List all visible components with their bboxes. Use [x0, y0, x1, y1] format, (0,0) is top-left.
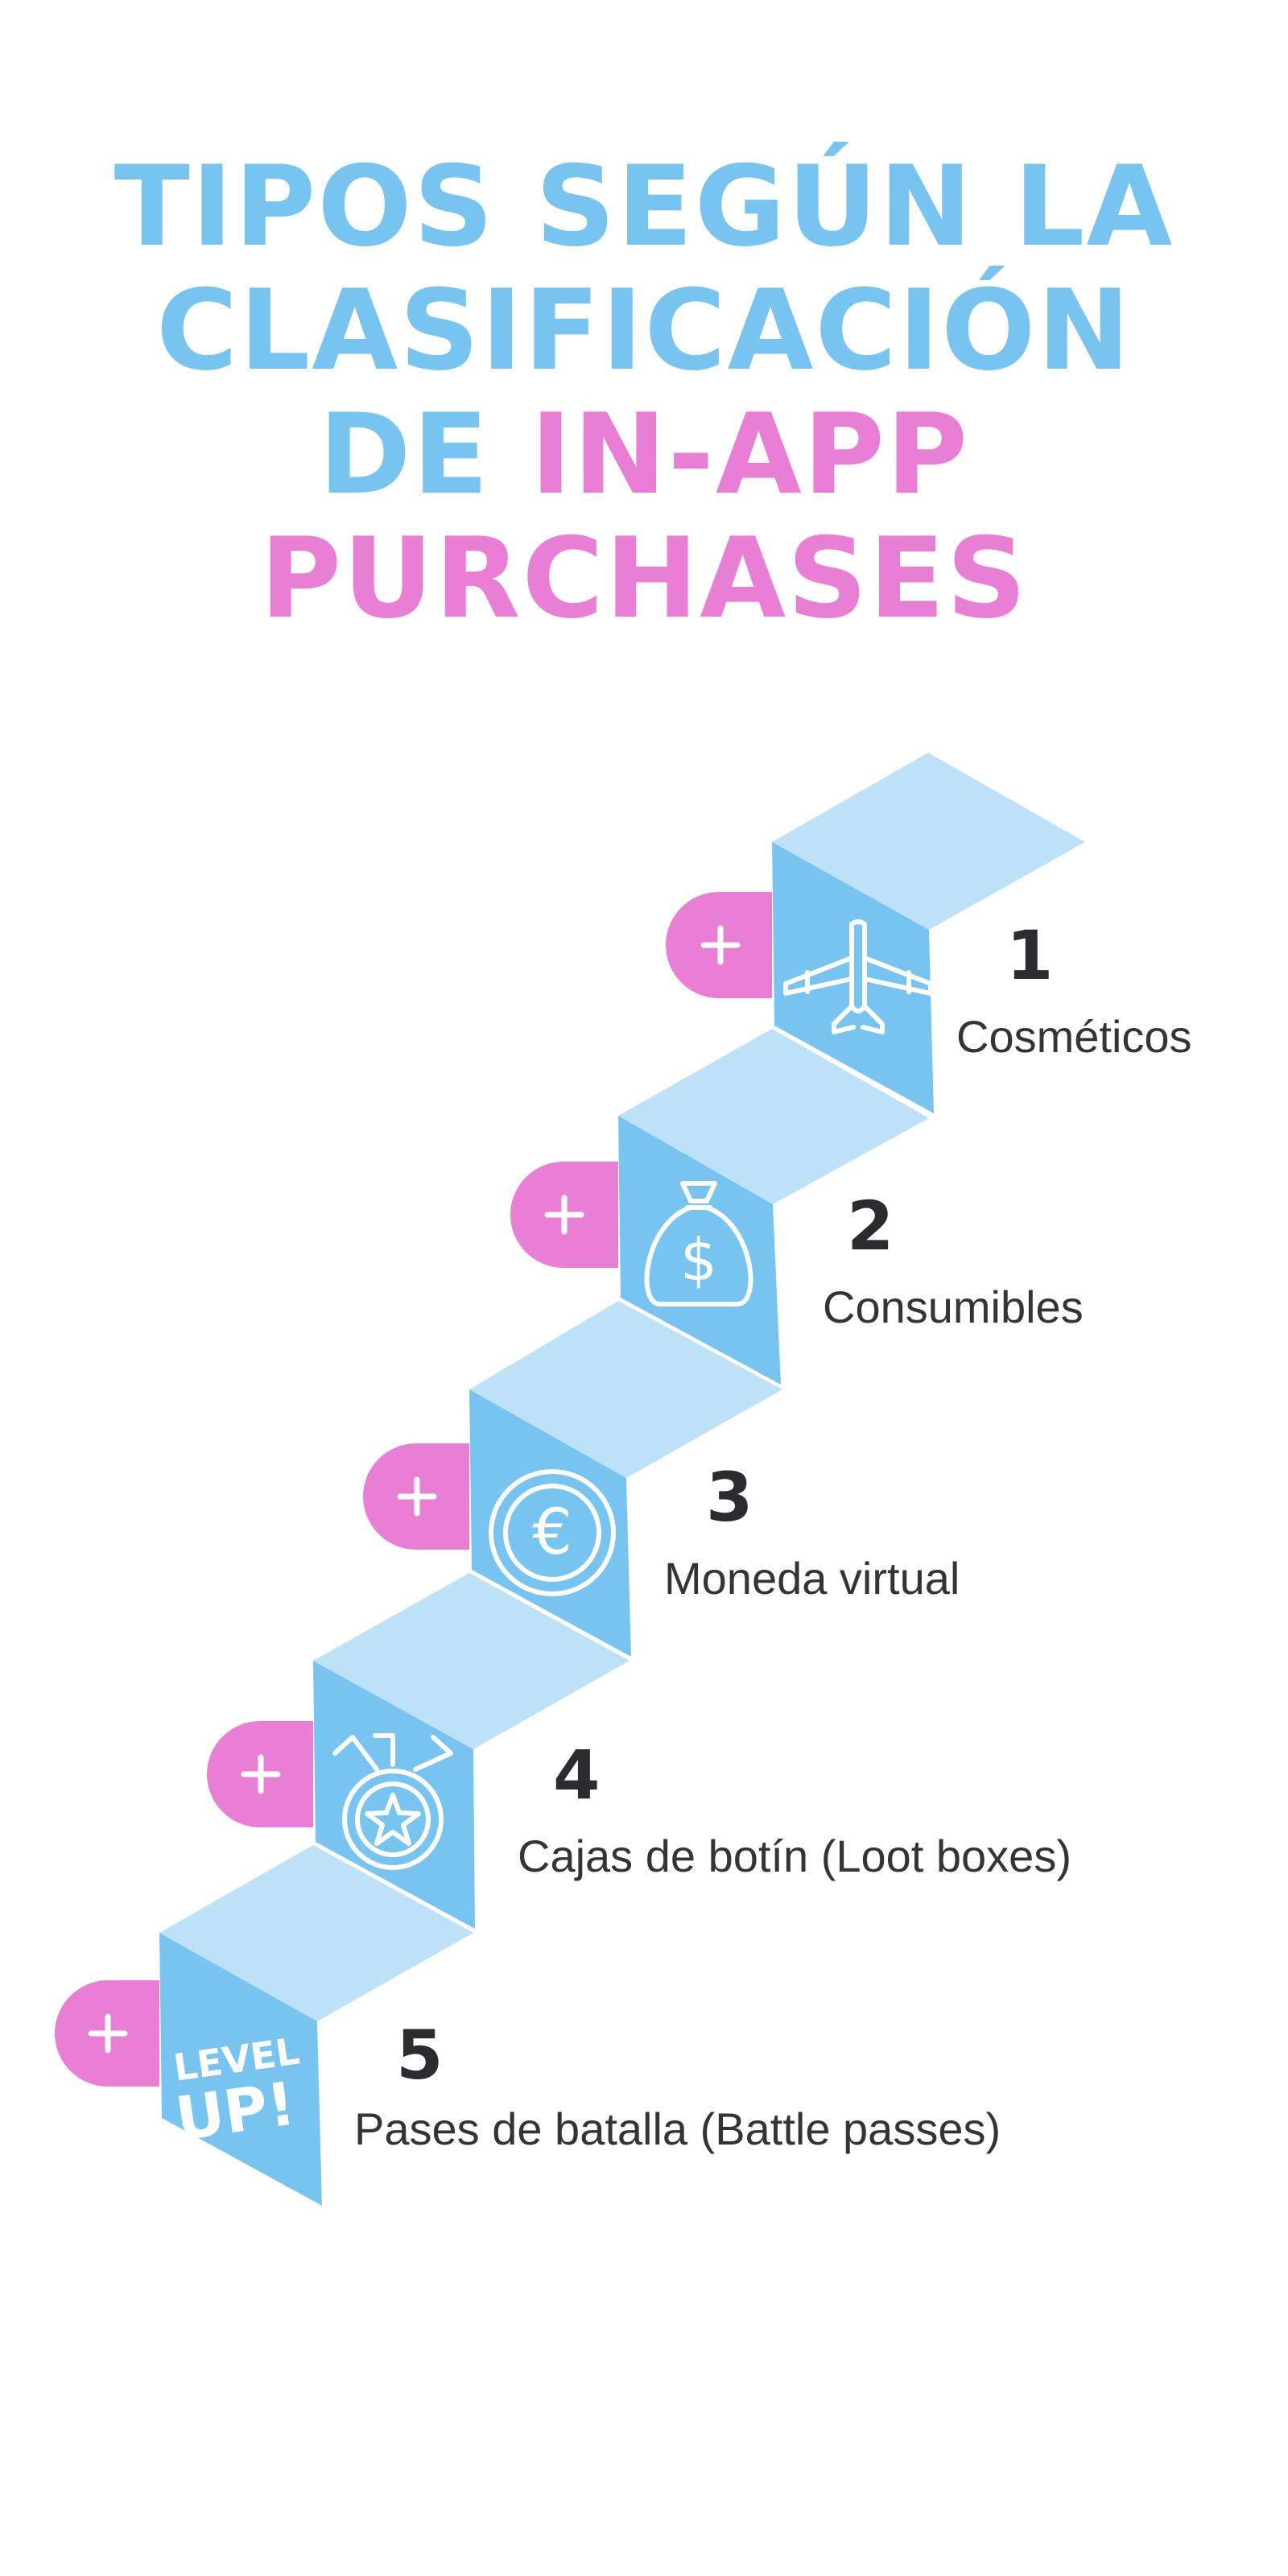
euro-coin-icon: € — [489, 1469, 616, 1596]
level-up-text-bottom: UP! — [171, 2069, 299, 2154]
airplane-icon — [783, 919, 933, 1034]
stair-tread-1 — [618, 1029, 929, 1204]
step-number-4: 4 — [553, 1736, 601, 1814]
svg-text:€: € — [532, 1496, 572, 1569]
plus-icon — [700, 925, 741, 965]
stair-tread-2 — [469, 1301, 782, 1478]
plus-icon — [544, 1195, 584, 1235]
plus-icon — [397, 1476, 437, 1517]
title-line-3: DE IN-APP — [0, 393, 1288, 517]
step-number-1: 1 — [1006, 916, 1054, 995]
svg-text:$: $ — [680, 1226, 717, 1294]
medal-icon — [332, 1733, 453, 1870]
step-label-1: Cosméticos — [956, 1011, 1192, 1062]
step-label-5: Pases de batalla (Battle passes) — [354, 2103, 1001, 2154]
title-line-1: TIPOS SEGÚN LA — [114, 142, 1174, 271]
step-number-5: 5 — [396, 2016, 444, 2095]
step-number-3: 3 — [706, 1458, 753, 1537]
level-up-icon: LEVEL UP! — [171, 2029, 302, 2154]
step-number-2: 2 — [847, 1187, 894, 1265]
title-line-2: CLASIFICACIÓN — [156, 266, 1132, 395]
stair-tread-4 — [159, 1845, 473, 2021]
plus-icon — [88, 2013, 128, 2054]
step-label-2: Consumibles — [823, 1282, 1084, 1332]
stair-riser-5 — [159, 1933, 322, 2206]
step-label-3: Moneda virtual — [664, 1553, 960, 1604]
page-title: TIPOS SEGÚN LA CLASIFICACIÓN DE IN-APP P… — [0, 145, 1288, 641]
stair-tread-3 — [313, 1573, 630, 1749]
plus-icon — [241, 1754, 281, 1794]
title-line-3-pink: IN-APP — [530, 390, 970, 519]
stair-tread-top — [772, 753, 1085, 930]
stair-riser-3 — [469, 1389, 631, 1657]
money-bag-icon: $ — [644, 1181, 753, 1307]
step-label-4: Cajas de botín (Loot boxes) — [518, 1831, 1071, 1881]
stair-riser-2 — [618, 1116, 781, 1385]
title-line-4: PURCHASES — [259, 514, 1029, 643]
title-line-3-blue: DE — [318, 390, 530, 519]
